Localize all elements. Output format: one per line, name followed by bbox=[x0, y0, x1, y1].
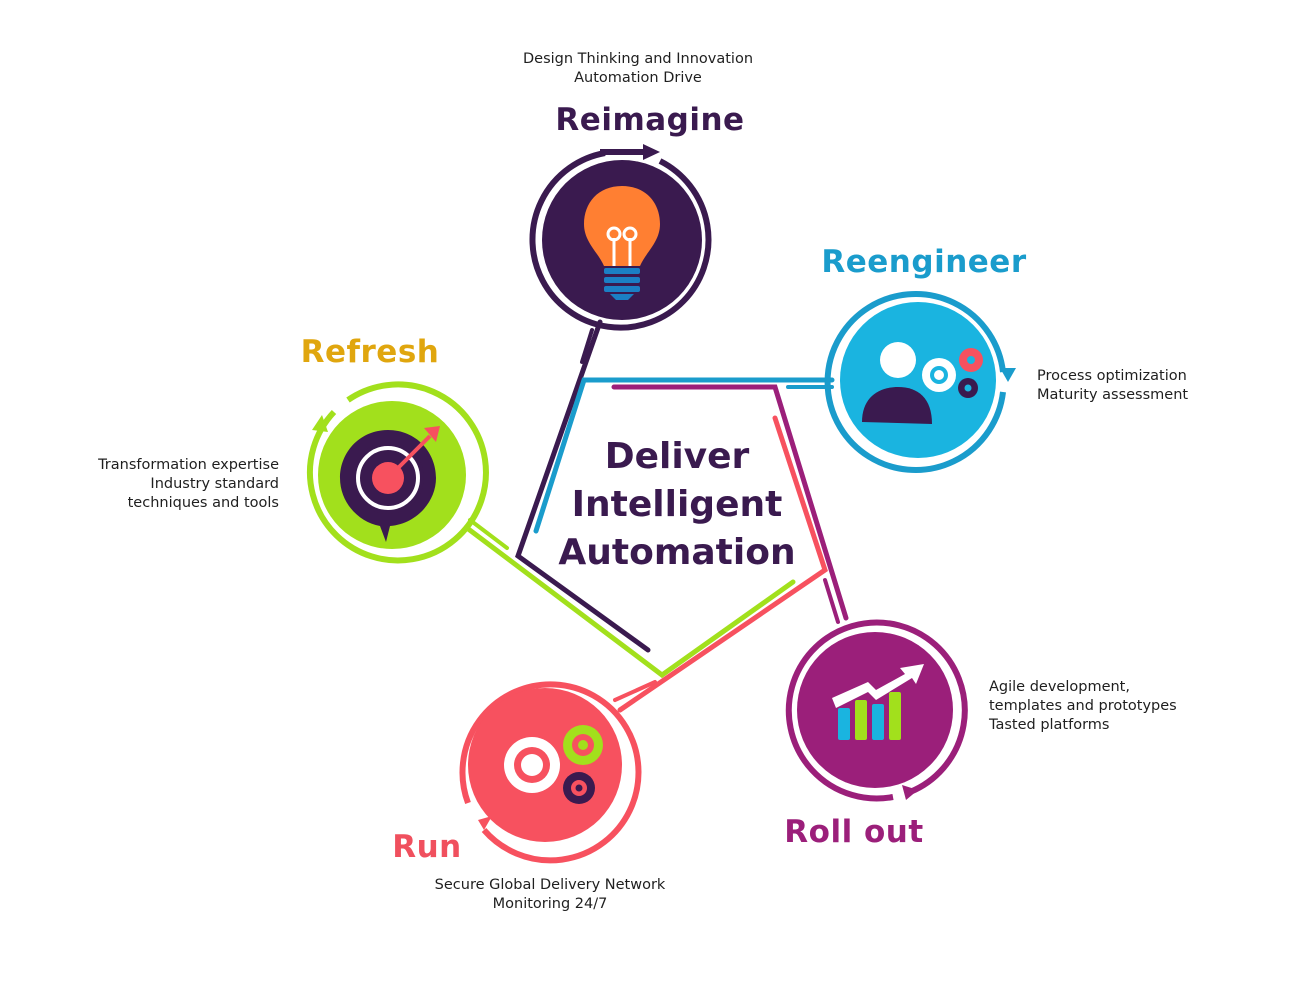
gears-icon bbox=[504, 725, 603, 804]
reengineer-title: Reengineer bbox=[821, 244, 1026, 280]
reengineer-ring-arrow-icon bbox=[1000, 368, 1016, 382]
rollout-title: Roll out bbox=[784, 814, 923, 850]
run-title: Run bbox=[392, 829, 462, 865]
refresh-description-line-2: Industry standard bbox=[150, 476, 279, 492]
connector-reengineer bbox=[533, 377, 835, 534]
connector-refresh bbox=[464, 525, 796, 679]
target-icon bbox=[340, 426, 440, 542]
refresh-description-line-1: Transformation expertise bbox=[97, 457, 279, 473]
connector-reimagine-tick bbox=[580, 328, 594, 364]
center-title: Deliver Intelligent Automation bbox=[558, 436, 795, 573]
reimagine-title: Reimagine bbox=[555, 102, 744, 138]
rollout-description-line-2: templates and prototypes bbox=[989, 698, 1177, 714]
rollout-description-line-1: Agile development, bbox=[989, 679, 1130, 695]
rollout-ring-arrow-icon bbox=[902, 785, 918, 800]
refresh-cycle-ring bbox=[307, 381, 489, 564]
connector-rollout bbox=[611, 384, 849, 621]
connector-rollout-tick bbox=[823, 578, 840, 624]
refresh-title: Refresh bbox=[301, 334, 440, 370]
pentagon-connectors bbox=[464, 319, 849, 713]
lightbulb-icon bbox=[584, 186, 660, 300]
rollout-cycle-ring bbox=[785, 619, 968, 802]
center-title-line-1: Deliver bbox=[605, 436, 750, 477]
center-title-line-3: Automation bbox=[558, 532, 795, 573]
reimagine-ring-arrow-icon bbox=[643, 144, 660, 160]
center-title-line-2: Intelligent bbox=[572, 484, 783, 525]
stage-run[interactable]: Run Secure Global Delivery Network Monit… bbox=[392, 681, 666, 912]
connector-run bbox=[617, 415, 828, 713]
reimagine-description-line-2: Automation Drive bbox=[574, 70, 702, 86]
reengineer-cycle-ring bbox=[824, 291, 1006, 473]
connector-reimagine bbox=[515, 319, 651, 653]
stage-reimagine[interactable]: Design Thinking and Innovation Automatio… bbox=[523, 51, 753, 331]
connector-refresh-tick bbox=[468, 518, 509, 550]
reimagine-cycle-ring bbox=[529, 150, 712, 331]
person-gears-icon bbox=[862, 342, 983, 424]
reengineer-description-line-1: Process optimization bbox=[1037, 368, 1187, 384]
refresh-ring-arrow-icon bbox=[312, 415, 328, 432]
run-description-line-2: Monitoring 24/7 bbox=[493, 896, 608, 912]
stage-reengineer[interactable]: Reengineer Process optimization Maturity… bbox=[821, 244, 1188, 473]
connector-run-tick bbox=[613, 680, 657, 702]
run-cycle-ring bbox=[459, 681, 642, 864]
refresh-description-line-3: techniques and tools bbox=[128, 495, 279, 511]
growth-chart-icon bbox=[832, 664, 924, 740]
stage-rollout[interactable]: Agile development, templates and prototy… bbox=[784, 619, 1177, 850]
reimagine-description-line-1: Design Thinking and Innovation bbox=[523, 51, 753, 67]
reengineer-description-line-2: Maturity assessment bbox=[1037, 387, 1188, 403]
run-ring-arrow-icon bbox=[478, 816, 492, 830]
run-description-line-1: Secure Global Delivery Network bbox=[435, 877, 666, 893]
stage-refresh[interactable]: Refresh Transformation expertise Industr… bbox=[97, 334, 489, 564]
rollout-description-line-3: Tasted platforms bbox=[988, 717, 1109, 733]
